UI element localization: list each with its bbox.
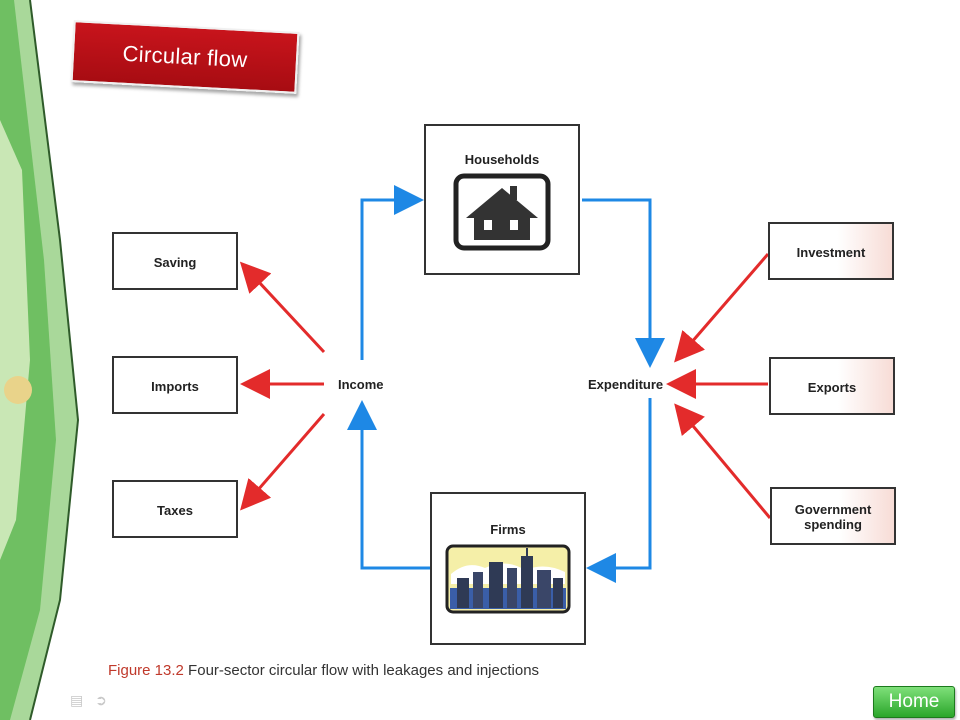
flow-arrow-expenditure-to-firms [586, 398, 652, 583]
flow-arrow-firms-to-income [347, 400, 432, 570]
city-skyline-icon [445, 544, 571, 614]
decorative-left-strip [0, 0, 80, 720]
house-icon [453, 173, 551, 251]
expenditure-label: Expenditure [588, 377, 663, 392]
investment-label: Investment [796, 245, 866, 260]
income-label: Income [338, 377, 384, 392]
firms-box: Firms [430, 492, 586, 645]
leak-arrow-taxes [240, 413, 326, 511]
slide-menu-icon[interactable]: ▤ [70, 692, 84, 708]
leak-arrow-saving [239, 261, 326, 354]
figure-caption-text: Four-sector circular flow with leakages … [183, 662, 540, 679]
flow-arrow-households-to-expenditure [582, 198, 665, 368]
injection-arrow-government [674, 403, 772, 519]
investment-box: Investment [768, 222, 894, 280]
saving-box: Saving [112, 232, 238, 290]
saving-label: Saving [153, 255, 197, 270]
imports-label: Imports [151, 379, 199, 394]
injection-arrow-investment [674, 253, 770, 363]
taxes-box: Taxes [112, 480, 238, 538]
figure-number: Figure 13.2 [108, 662, 184, 679]
government-spending-box: Government spending [770, 487, 896, 545]
taxes-label: Taxes [157, 503, 193, 518]
next-slide-icon[interactable]: ➲ [95, 692, 107, 708]
government-spending-label: Government spending [794, 502, 872, 532]
flow-arrow-income-to-households [360, 185, 424, 360]
home-button[interactable]: Home [873, 686, 955, 718]
households-label: Households [464, 152, 540, 167]
slide-nav-icons: ▤ ➲ [70, 692, 107, 709]
households-box: Households [424, 124, 580, 275]
firms-label: Firms [490, 522, 526, 537]
figure-caption: Figure 13.2 Four-sector circular flow wi… [108, 662, 539, 679]
exports-label: Exports [807, 380, 857, 395]
exports-box: Exports [769, 357, 895, 415]
imports-box: Imports [112, 356, 238, 414]
